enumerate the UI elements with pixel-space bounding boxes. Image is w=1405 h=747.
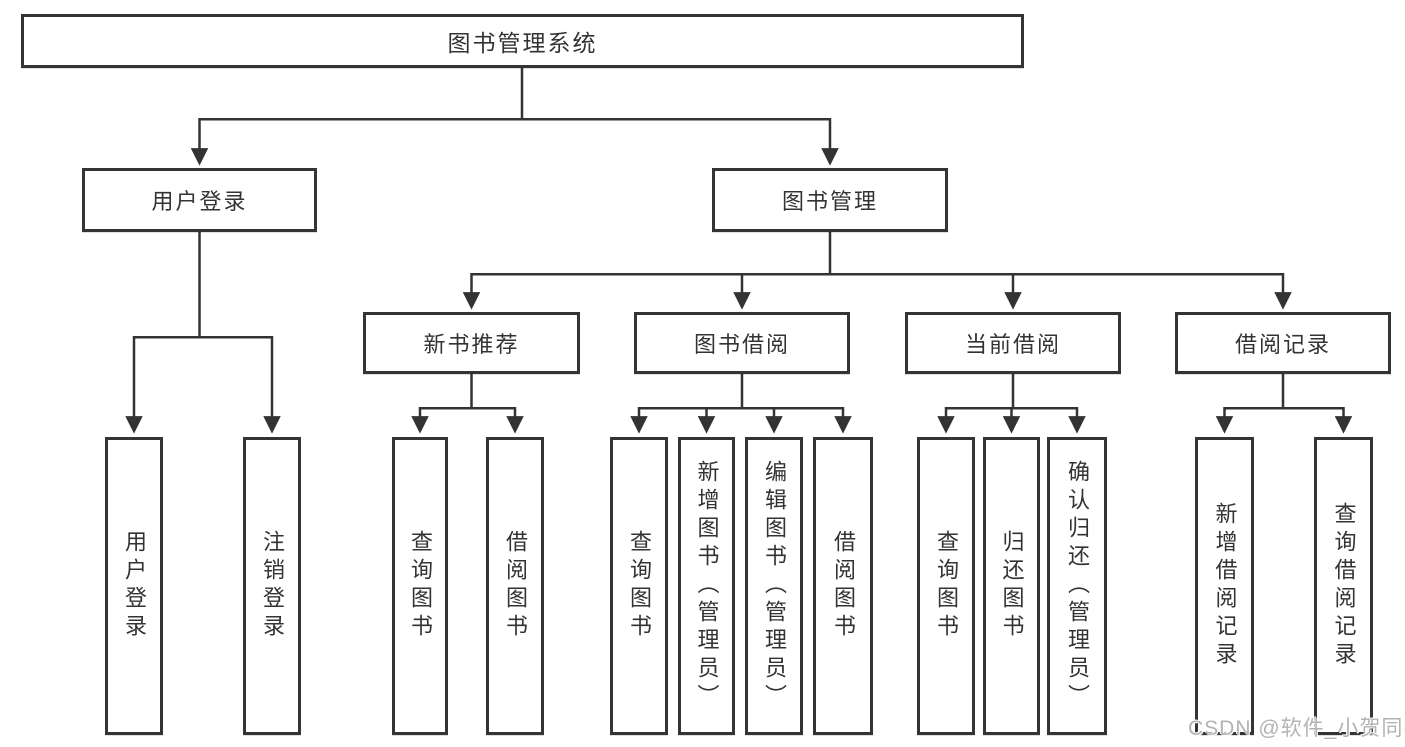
leaf-search-borrow-record: 查询借阅记录 bbox=[1314, 437, 1373, 735]
leaf-return-books: 归还图书 bbox=[983, 437, 1040, 735]
node-book-borrowing: 图书借阅 bbox=[634, 312, 850, 374]
leaf-search-books-borrowing: 查询图书 bbox=[610, 437, 668, 735]
arrow-lines bbox=[125, 118, 1353, 434]
node-book-management: 图书管理 bbox=[712, 168, 948, 232]
leaf-search-books-current: 查询图书 bbox=[917, 437, 975, 735]
node-library-management-system: 图书管理系统 bbox=[21, 14, 1024, 68]
leaf-add-books-admin: 新增图书（管理员） bbox=[678, 437, 735, 735]
leaf-borrow-books-borrowing: 借阅图书 bbox=[813, 437, 873, 735]
leaf-user-login: 用户登录 bbox=[105, 437, 163, 735]
leaf-add-borrow-record: 新增借阅记录 bbox=[1195, 437, 1254, 735]
leaf-search-books-recommend: 查询图书 bbox=[392, 437, 448, 735]
node-borrowing-records: 借阅记录 bbox=[1175, 312, 1391, 374]
leaf-borrow-books-recommend: 借阅图书 bbox=[486, 437, 544, 735]
branch-lines bbox=[134, 68, 1344, 410]
csdn-watermark: CSDN @软件_小贺同学 bbox=[1188, 717, 1405, 740]
node-current-borrowing: 当前借阅 bbox=[905, 312, 1121, 374]
node-user-login: 用户登录 bbox=[82, 168, 317, 232]
leaf-logout: 注销登录 bbox=[243, 437, 301, 735]
leaf-edit-books-admin: 编辑图书（管理员） bbox=[745, 437, 803, 735]
leaf-confirm-return-admin: 确认归还（管理员） bbox=[1047, 437, 1107, 735]
node-new-book-recommendation: 新书推荐 bbox=[363, 312, 580, 374]
